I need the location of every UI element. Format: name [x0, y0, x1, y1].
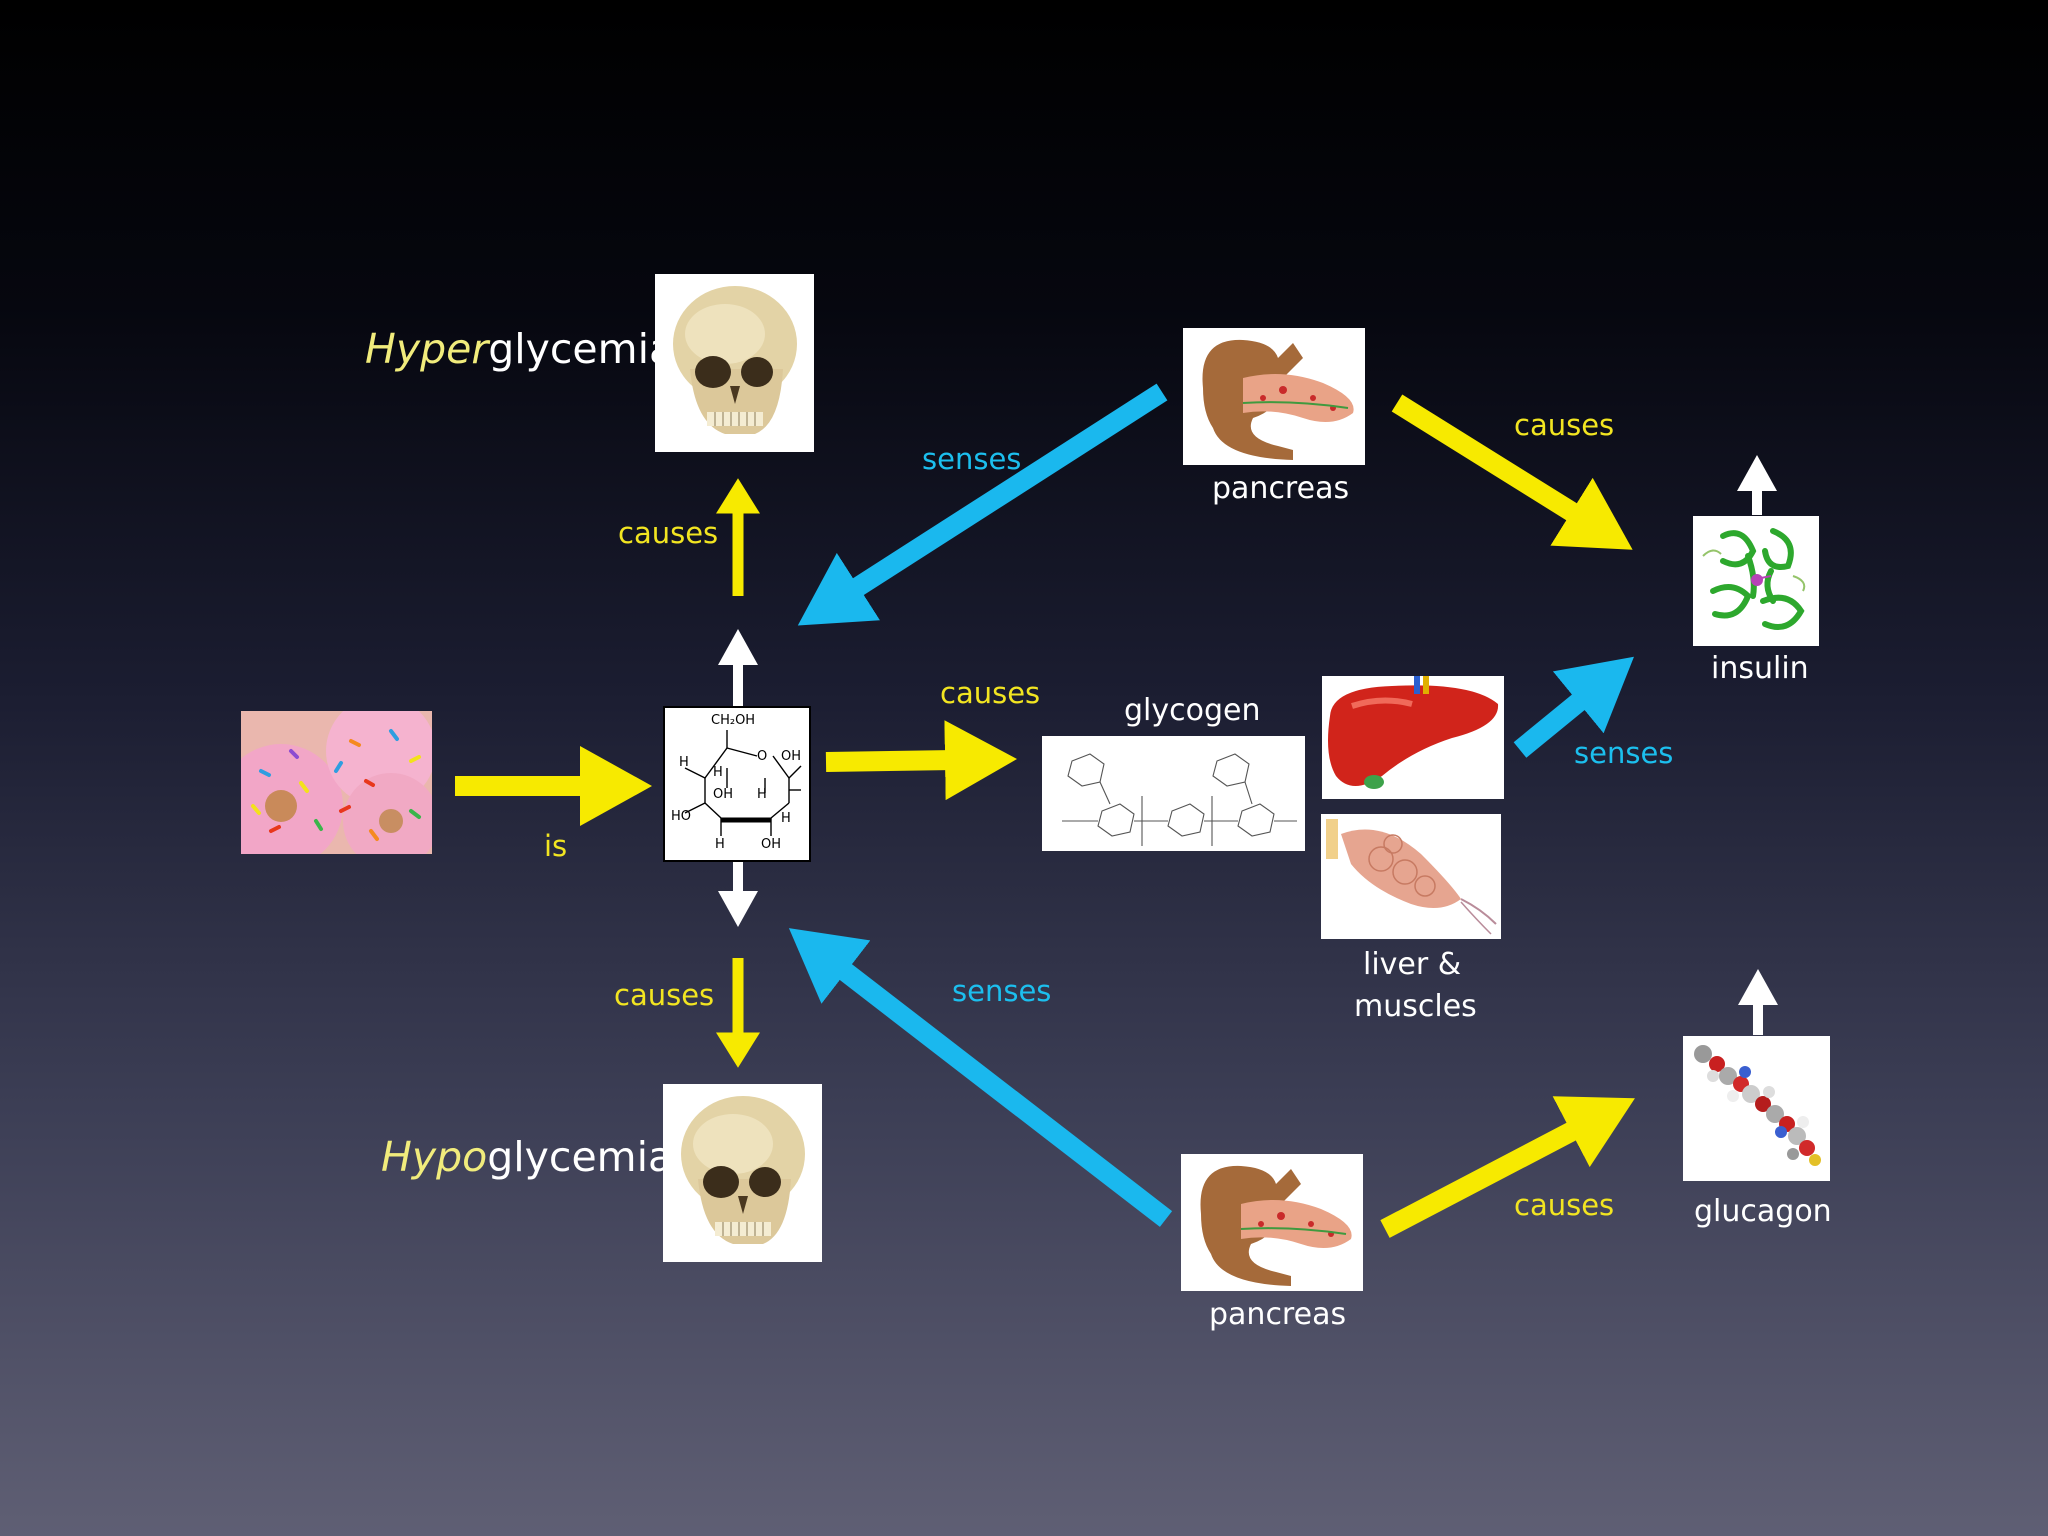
insulin-protein-image [1693, 516, 1819, 646]
hyperglycemia-prefix: Hyper [365, 325, 489, 373]
insulin-protein-icon [1702, 528, 1806, 630]
label-glycogen: glycogen [1124, 693, 1261, 728]
label-insulin: insulin [1711, 651, 1809, 686]
glycogen-molecule-image [1042, 736, 1305, 851]
hyperglycemia-suffix: glycemia [488, 325, 675, 373]
hypoglycemia-prefix: Hypo [381, 1133, 488, 1181]
donuts-image [241, 711, 432, 854]
arrow-pancreas-senses-glucose-top [797, 383, 1168, 626]
arrow-glucose-to-glycogen [825, 720, 1017, 801]
label-causes-insulin: causes [1514, 408, 1615, 442]
skull-icon [673, 286, 797, 434]
arrow-pancreas-senses-glucose-bottom [788, 928, 1173, 1227]
label-causes-hyperglycemia: causes [618, 516, 719, 550]
hyperglycemia-title: Hyperglycemia [365, 329, 674, 370]
label-pancreas-top: pancreas [1212, 471, 1350, 506]
glucose-ring-oxygen: O [757, 749, 768, 764]
skull-image-hyper [655, 274, 814, 452]
muscle-icon [1326, 819, 1497, 935]
muscle-image [1321, 814, 1501, 939]
glucose-oh-mid: OH [713, 787, 734, 802]
liver-icon [1328, 676, 1499, 789]
label-pancreas-bottom: pancreas [1209, 1297, 1347, 1332]
glucose-oh-right: OH [781, 749, 802, 764]
hypoglycemia-suffix: glycemia [487, 1133, 674, 1181]
label-liver-line2: muscles [1354, 989, 1477, 1024]
skull-icon [681, 1096, 805, 1244]
glucose-molecule-image: CH₂OH O OH H H OH H HO H H OH [663, 706, 811, 862]
label-senses-liver: senses [1574, 736, 1674, 770]
pancreas-icon [1202, 339, 1354, 460]
pancreas-icon [1200, 1165, 1352, 1286]
donuts-icon [241, 711, 432, 854]
glucose-molecule-icon [684, 730, 802, 836]
label-liver-line1: liver & [1363, 947, 1462, 982]
glucose-ho-left: HO [671, 809, 692, 824]
glycogen-molecule-icon [1062, 753, 1297, 846]
label-senses-top: senses [922, 442, 1022, 476]
hypoglycemia-title: Hypoglycemia [381, 1137, 673, 1178]
glucose-h-bottom: H [715, 837, 725, 852]
glucose-oh-bottom: OH [761, 837, 782, 852]
glucose-h-mid: H [757, 787, 767, 802]
label-causes-glycogen: causes [940, 676, 1041, 710]
label-glucagon: glucagon [1694, 1194, 1832, 1229]
glucose-h-left: H [679, 755, 689, 770]
label-senses-bottom: senses [952, 974, 1052, 1008]
label-is: is [544, 829, 568, 863]
liver-image [1322, 676, 1504, 799]
arrow-pancreas-causes-glucagon [1380, 1096, 1635, 1238]
pancreas-image-bottom [1181, 1154, 1363, 1291]
glucose-h-c5: H [713, 765, 723, 780]
arrow-liver-senses-insulin [1513, 656, 1634, 758]
pancreas-image-top [1183, 328, 1365, 465]
glucagon-protein-image [1683, 1036, 1830, 1181]
label-causes-glucagon: causes [1514, 1188, 1615, 1222]
skull-image-hypo [663, 1084, 822, 1262]
label-causes-hypoglycemia: causes [614, 978, 715, 1012]
glucose-ch2oh: CH₂OH [711, 713, 756, 728]
glucose-h-c1: H [781, 811, 791, 826]
arrow-pancreas-causes-insulin [1391, 394, 1633, 550]
glucagon-protein-icon [1694, 1045, 1821, 1166]
